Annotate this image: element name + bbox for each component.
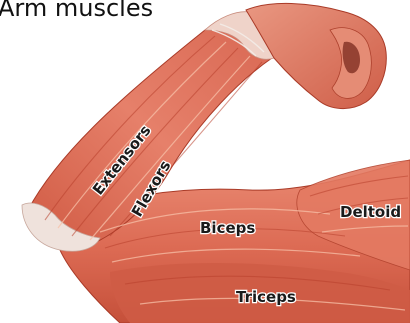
label-deltoid: Deltoid [340, 203, 401, 221]
diagram-title: Arm muscles [0, 0, 153, 22]
label-triceps: Triceps [236, 288, 296, 306]
label-biceps: Biceps [200, 219, 255, 237]
